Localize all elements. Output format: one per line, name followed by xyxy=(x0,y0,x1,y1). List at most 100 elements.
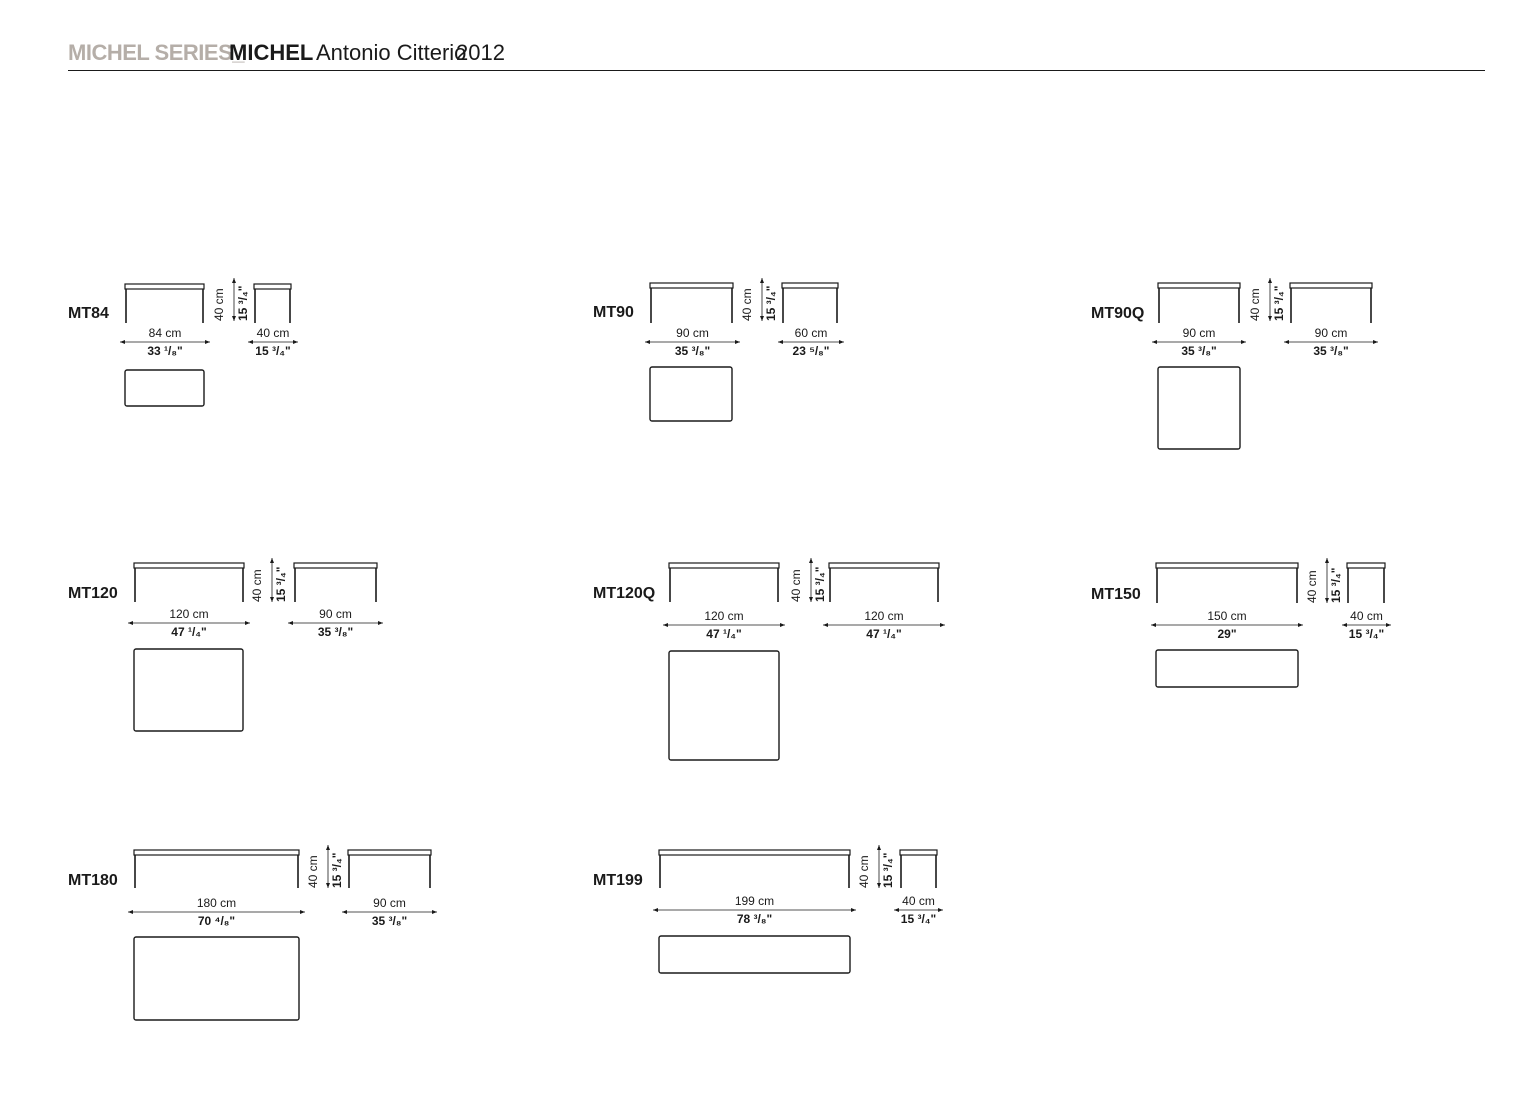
length-in-mt90: 35 ³/₈" xyxy=(674,344,711,358)
design-year: 2012 xyxy=(456,40,505,65)
depth-dimension-mt120q xyxy=(823,623,945,627)
height-cm-mt150: 40 cm xyxy=(1305,570,1319,603)
depth-cm-mt90q: 90 cm xyxy=(1314,326,1348,340)
height-in-mt180: 15 ³/₄" xyxy=(330,852,344,888)
model-code-mt120q: MT120Q xyxy=(593,585,656,602)
length-dimension-mt84 xyxy=(120,340,210,344)
height-cm-mt120: 40 cm xyxy=(250,569,264,602)
front-elevation-mt90 xyxy=(649,282,734,323)
height-dimension-mt84 xyxy=(232,278,236,321)
model-code-mt120: MT120 xyxy=(68,585,118,602)
plan-view-mt120q xyxy=(668,650,780,761)
length-dimension-mt120 xyxy=(128,621,250,625)
plan-view-mt199 xyxy=(658,935,851,974)
depth-dimension-mt90q xyxy=(1284,340,1378,344)
height-in-mt84: 15 ³/₄" xyxy=(236,285,250,321)
plan-view-mt84 xyxy=(124,369,205,407)
depth-in-mt90q: 35 ³/₈" xyxy=(1313,344,1349,358)
model-code-mt150: MT150 xyxy=(1091,586,1141,603)
length-in-mt199: 78 ³/₈" xyxy=(736,912,773,926)
plan-view-mt120 xyxy=(133,648,244,732)
depth-cm-mt180: 90 cm xyxy=(373,896,406,910)
front-elevation-mt180 xyxy=(133,849,300,888)
length-cm-mt90q: 90 cm xyxy=(1182,326,1216,340)
front-elevation-mt150 xyxy=(1155,562,1299,603)
depth-cm-mt90: 60 cm xyxy=(794,326,828,340)
depth-in-mt84: 15 ³/₄" xyxy=(255,344,291,358)
depth-cm-mt150: 40 cm xyxy=(1350,609,1383,623)
model-code-mt180: MT180 xyxy=(68,872,118,889)
front-elevation-mt199 xyxy=(658,849,851,888)
length-in-mt120: 47 ¹/₄" xyxy=(171,625,207,639)
height-in-mt199: 15 ³/₄" xyxy=(881,852,895,888)
length-cm-mt120: 120 cm xyxy=(169,607,209,621)
page-header: MICHEL SERIES_ MICHEL Antonio Citterio 2… xyxy=(68,36,1485,71)
front-elevation-mt120 xyxy=(133,562,245,602)
height-dimension-mt120 xyxy=(270,558,274,602)
length-dimension-mt199 xyxy=(653,908,856,912)
depth-cm-mt120q: 120 cm xyxy=(864,609,904,623)
length-in-mt150: 29" xyxy=(1217,627,1237,641)
model-code-mt90: MT90 xyxy=(593,304,634,321)
depth-dimension-mt180 xyxy=(342,910,437,914)
model-code-mt84: MT84 xyxy=(68,305,109,322)
length-dimension-mt150 xyxy=(1151,623,1303,627)
plan-view-mt150 xyxy=(1155,649,1299,688)
depth-in-mt90: 23 ⁵/₈" xyxy=(792,344,830,358)
side-elevation-mt150 xyxy=(1346,562,1386,603)
front-elevation-mt84 xyxy=(124,283,205,323)
height-dimension-mt150 xyxy=(1325,558,1329,603)
length-cm-mt120q: 120 cm xyxy=(704,609,744,623)
height-in-mt90: 15 ³/₄" xyxy=(764,285,778,321)
length-cm-mt84: 84 cm xyxy=(148,326,182,340)
depth-cm-mt199: 40 cm xyxy=(902,894,935,908)
depth-cm-mt84: 40 cm xyxy=(256,326,290,340)
height-cm-mt84: 40 cm xyxy=(212,288,226,321)
height-cm-mt90: 40 cm xyxy=(740,288,754,321)
depth-dimension-mt84 xyxy=(248,340,298,344)
height-dimension-mt90 xyxy=(760,278,764,321)
height-dimension-mt180 xyxy=(326,845,330,888)
height-cm-mt199: 40 cm xyxy=(857,855,871,888)
series-title: MICHEL SERIES_ xyxy=(68,40,244,65)
depth-dimension-mt150 xyxy=(1342,623,1391,627)
side-elevation-mt180 xyxy=(347,849,432,888)
designer-name: Antonio Citterio xyxy=(316,40,467,65)
height-cm-mt90q: 40 cm xyxy=(1248,288,1262,321)
front-elevation-mt90q xyxy=(1157,282,1241,323)
plan-view-mt90 xyxy=(649,366,733,422)
depth-dimension-mt199 xyxy=(894,908,943,912)
side-elevation-mt84 xyxy=(253,283,292,323)
depth-in-mt150: 15 ³/₄" xyxy=(1348,627,1385,641)
model-code-mt199: MT199 xyxy=(593,872,643,889)
length-cm-mt199: 199 cm xyxy=(734,894,775,908)
length-cm-mt90: 90 cm xyxy=(676,326,709,340)
depth-in-mt120q: 47 ¹/₄" xyxy=(866,627,902,641)
side-elevation-mt90 xyxy=(781,282,839,323)
side-elevation-mt120q xyxy=(828,562,940,602)
depth-in-mt180: 35 ³/₈" xyxy=(371,914,408,928)
length-in-mt180: 70 ⁴/₈" xyxy=(197,914,236,928)
length-in-mt90q: 35 ³/₈" xyxy=(1181,344,1217,358)
front-elevation-mt120q xyxy=(668,562,780,602)
height-cm-mt180: 40 cm xyxy=(306,855,320,888)
length-cm-mt150: 150 cm xyxy=(1207,609,1247,623)
height-in-mt90q: 15 ³/₄" xyxy=(1272,285,1286,321)
depth-in-mt199: 15 ³/₄" xyxy=(900,912,937,926)
length-in-mt84: 33 ¹/₈" xyxy=(147,344,183,358)
plan-view-mt180 xyxy=(133,936,300,1021)
depth-cm-mt120: 90 cm xyxy=(319,607,352,621)
length-dimension-mt120q xyxy=(663,623,785,627)
length-in-mt120q: 47 ¹/₄" xyxy=(706,627,742,641)
plan-view-mt90q xyxy=(1157,366,1241,450)
height-dimension-mt120q xyxy=(809,558,813,602)
depth-dimension-mt90 xyxy=(778,340,844,344)
product-name: MICHEL xyxy=(229,40,314,65)
height-in-mt150: 15 ³/₄" xyxy=(1329,567,1343,603)
depth-dimension-mt120 xyxy=(288,621,383,625)
height-cm-mt120q: 40 cm xyxy=(789,569,803,602)
length-cm-mt180: 180 cm xyxy=(196,896,237,910)
height-dimension-mt90q xyxy=(1268,278,1272,321)
height-dimension-mt199 xyxy=(877,845,881,888)
